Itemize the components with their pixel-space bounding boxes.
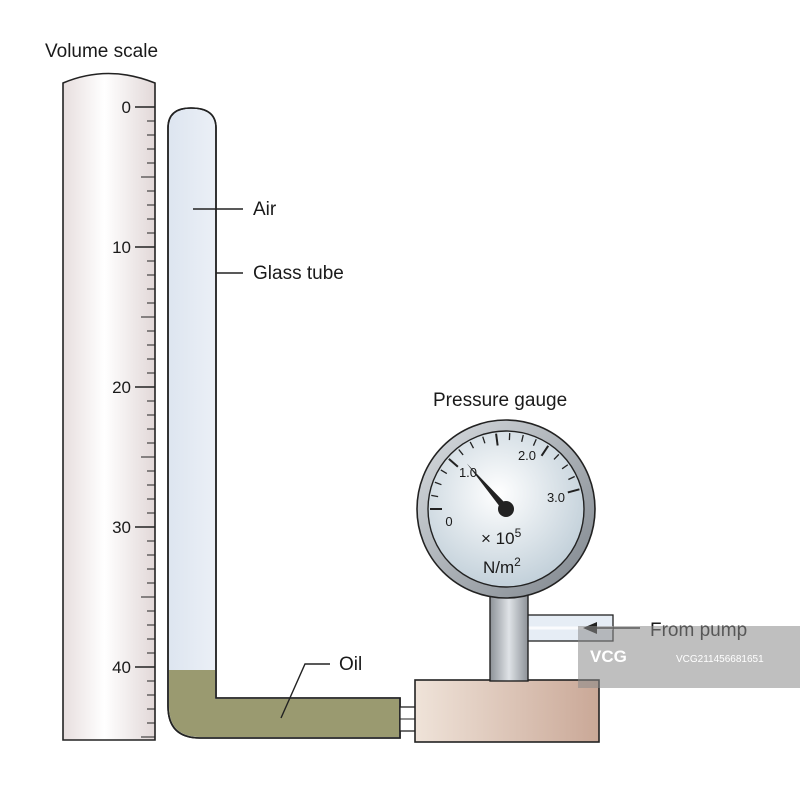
air-label: Air [253,199,277,220]
gauge-minor-tick [521,434,524,442]
gauge-pivot [498,501,514,517]
volume-scale-title: Volume scale [45,41,158,62]
gauge-needle [466,463,509,512]
volume-scale-labels: 0 10 20 30 40 [112,98,131,677]
gauge-label-3: 3.0 [547,490,565,505]
pressure-gauge-label: Pressure gauge [433,390,567,411]
gauge-label-1: 1.0 [459,465,477,480]
gauge-minor-tick [561,464,569,470]
volume-scale-body [62,72,156,741]
gauge-minor-tick [431,494,439,498]
gauge-major-tick [448,458,459,468]
gauge-minor-tick [532,439,537,446]
scale-label-10: 10 [112,238,131,257]
watermark-logo: VCG [590,647,627,666]
gauge-label-2: 2.0 [518,448,536,463]
gauge-minor-tick [440,469,448,475]
gauge-label-0: 0 [445,514,452,529]
scale-label-30: 30 [112,518,131,537]
watermark: VCG VCG211456681651 [578,626,800,688]
gauge-major-tick [540,445,550,457]
glass-tube [167,107,401,739]
gauge-major-tick [567,488,580,494]
watermark-text: VCG211456681651 [676,654,764,665]
oil-label: Oil [339,654,362,675]
gauge-minor-tick [482,436,486,444]
gauge-ticks [430,433,580,510]
gauge-unit: N/m2 [483,555,521,577]
scale-label-40: 40 [112,658,131,677]
gauge-multiplier: × 105 [481,526,522,548]
gauge-stem [489,589,529,682]
pressure-gauge: 0 1.0 2.0 3.0 × 105 N/m2 [416,419,596,599]
gauge-minor-tick [553,453,560,460]
oil-column [169,670,399,737]
glass-tube-body [167,107,401,739]
volume-scale: 0 10 20 30 40 [62,72,156,741]
tube-connector [399,706,417,732]
gauge-minor-tick [458,449,464,456]
gauge-minor-tick [434,481,442,486]
gauge-major-tick [495,433,499,446]
gauge-minor-tick [568,475,575,481]
gauge-minor-tick [469,441,475,449]
base-block [414,679,600,743]
scale-label-0: 0 [122,98,131,117]
glass-tube-label: Glass tube [253,263,344,284]
scale-label-20: 20 [112,378,131,397]
volume-scale-ticks [135,106,155,738]
